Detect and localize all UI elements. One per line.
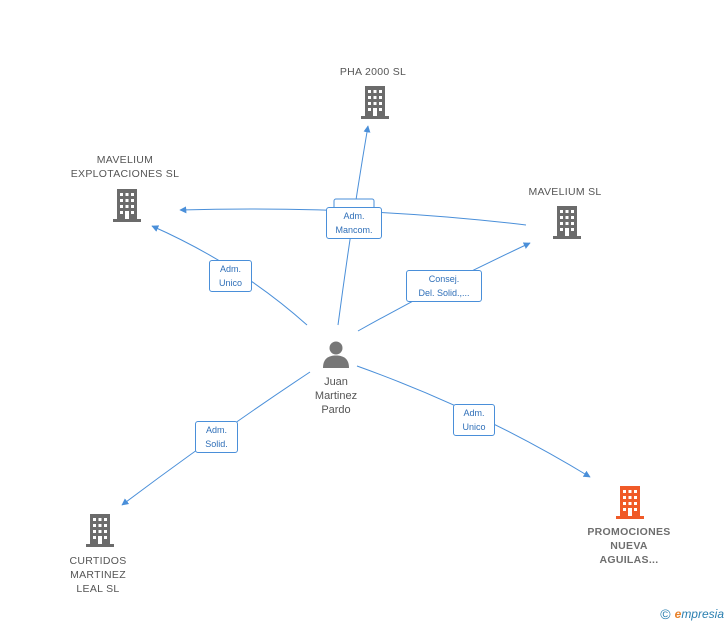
brand-initial: e (674, 607, 682, 621)
edge-label-line: Adm. (463, 408, 485, 418)
node-label-line: LEAL SL (76, 583, 120, 595)
node-label-line: PHA 2000 SL (339, 66, 407, 78)
building-icon-promociones[interactable] (616, 486, 644, 519)
node-label-line: MAVELIUM SL (528, 186, 602, 198)
copyright-icon: © (660, 606, 671, 622)
node-label-pha2000[interactable]: PHA 2000 SL (318, 65, 428, 79)
footer-brand[interactable]: © empresia (660, 606, 724, 622)
edge-label-line: Adm. (343, 211, 365, 221)
person-icon[interactable] (321, 339, 351, 369)
edge-label-line: Solid. (205, 439, 228, 449)
edge-label-adm-unico-promociones[interactable]: Adm. Unico (453, 404, 495, 436)
edge-label-consej-del-solid[interactable]: Consej. Del. Solid.,... (406, 270, 482, 302)
node-label-line: CURTIDOS (69, 555, 127, 567)
edge-label-line: Mancom. (335, 225, 373, 235)
node-label-mavelium-explotaciones[interactable]: MAVELIUM EXPLOTACIONES SL (55, 153, 195, 181)
brand-logo: empresia (675, 607, 724, 621)
building-icon-mavelium[interactable] (553, 206, 581, 239)
person-label-line: Pardo (321, 404, 351, 416)
edge-label-line: Unico (462, 422, 486, 432)
edge-label-adm-unico-mavelium-expl[interactable]: Adm. Unico (209, 260, 252, 292)
edge-label-line: Adm. (219, 264, 241, 274)
person-label-line: Juan (324, 376, 348, 388)
node-label-curtidos[interactable]: CURTIDOS MARTINEZ LEAL SL (48, 554, 148, 596)
edge-label-line: Unico (218, 278, 242, 288)
edge-label-line: Del. Solid.,... (418, 288, 470, 298)
node-label-line: AGUILAS... (599, 554, 659, 566)
building-icon-pha2000[interactable] (361, 86, 389, 119)
person-label-line: Martinez (314, 390, 358, 402)
edge-label-adm-solid[interactable]: Adm. Solid. (195, 421, 238, 453)
building-icon-mavelium-explotaciones[interactable] (113, 189, 141, 222)
edge-label-line: Consej. (428, 274, 460, 284)
node-label-line: MAVELIUM (96, 154, 154, 166)
node-label-line: EXPLOTACIONES SL (70, 168, 180, 180)
node-label-line: MARTINEZ (70, 569, 126, 581)
brand-name: mpresia (681, 607, 724, 621)
person-label[interactable]: Juan Martinez Pardo (296, 375, 376, 417)
node-label-promociones[interactable]: PROMOCIONES NUEVA AGUILAS... (574, 525, 684, 567)
edge-label-adm-mancom[interactable]: Adm. Mancom. (326, 207, 382, 239)
node-label-line: PROMOCIONES (587, 526, 671, 538)
edge-label-line: Adm. (205, 425, 227, 435)
building-icon-curtidos[interactable] (86, 514, 114, 547)
node-label-mavelium[interactable]: MAVELIUM SL (510, 185, 620, 199)
node-label-line: NUEVA (610, 540, 648, 552)
